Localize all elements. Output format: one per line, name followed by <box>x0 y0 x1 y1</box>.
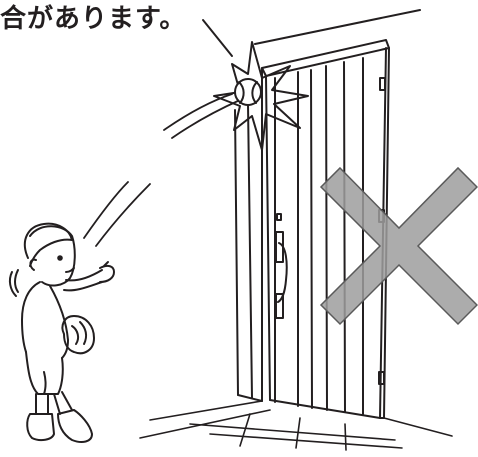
door-handle <box>276 213 282 221</box>
entrance-floor <box>139 400 453 451</box>
baseball-icon <box>234 78 262 106</box>
building-wall <box>202 9 421 402</box>
motion-lines <box>83 93 241 247</box>
entrance-door <box>274 57 386 415</box>
prohibited-mark-icon <box>319 166 478 326</box>
impact-burst <box>213 41 309 151</box>
caption-text: 合があります。 <box>0 4 187 34</box>
child-figure <box>8 222 115 443</box>
